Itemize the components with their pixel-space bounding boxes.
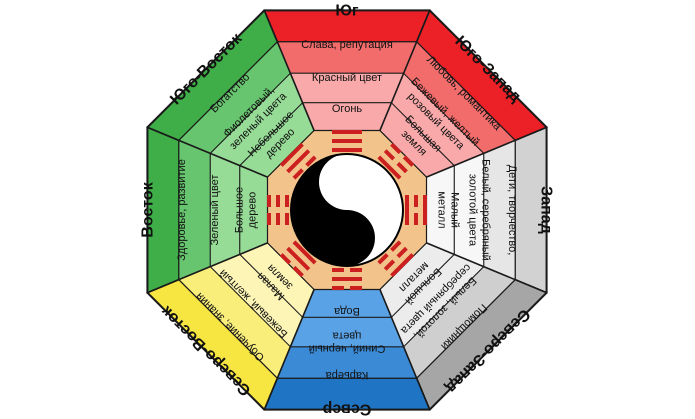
trigram-line xyxy=(414,213,418,225)
trigram-line xyxy=(276,213,280,225)
element-label-line: Малый xyxy=(449,192,461,228)
trigram-line xyxy=(267,195,271,207)
direction-text: Север xyxy=(322,401,371,418)
trigram-line xyxy=(377,155,402,180)
color-label-line: Белый, серебряный xyxy=(480,159,492,261)
aspiration-label-line: Слава, репутация xyxy=(301,39,393,51)
trigram-south xyxy=(332,130,362,152)
trigram-line xyxy=(383,149,396,161)
color-label-line: Зеленый цвет xyxy=(209,175,221,246)
trigram-line xyxy=(350,286,362,290)
sector-divider xyxy=(426,242,547,294)
sector-west-aspiration-label: Дети, творчество, xyxy=(506,165,518,256)
element-label-line: металл xyxy=(436,191,448,228)
trigram-east xyxy=(267,195,289,225)
trigram-line xyxy=(332,277,362,281)
yin-yang-dot-dark xyxy=(340,231,354,245)
color-label-line: Синий, черный xyxy=(309,343,386,355)
sector-dividers xyxy=(146,9,548,411)
octagon-border xyxy=(146,9,548,411)
direction-text: Запад xyxy=(538,186,555,234)
sector-south-direction-label: Юг xyxy=(335,3,359,20)
trigram-line xyxy=(292,240,317,265)
trigram-line xyxy=(423,195,427,225)
trigram-northeast xyxy=(279,240,317,278)
yin-yang-icon xyxy=(290,153,404,267)
color-label-line: золотой цвета xyxy=(467,174,479,247)
sector-south-element-label: Огонь xyxy=(332,103,363,115)
sector-divider xyxy=(263,289,315,410)
sector-north-aspiration-label: Карьера xyxy=(325,369,369,381)
trigram-line xyxy=(285,213,289,225)
sector-divider xyxy=(379,289,431,410)
sector-divider xyxy=(379,10,431,131)
trigram-northwest xyxy=(377,240,415,278)
color-label-line: Красный цвет xyxy=(312,72,382,84)
sector-north-element-label: Вода xyxy=(333,305,360,317)
aspiration-label-line: Карьера xyxy=(325,369,369,381)
direction-text: Восток xyxy=(140,181,157,237)
trigram-line xyxy=(396,161,408,174)
trigram-line xyxy=(286,246,311,271)
element-label-line: Большое xyxy=(234,187,246,233)
direction-text: Юг xyxy=(335,3,359,20)
sector-west-direction-label: Запад xyxy=(538,186,555,234)
aspiration-label-line: Здоровье, развитие xyxy=(176,159,188,261)
trigram-line xyxy=(286,149,311,174)
trigram-line xyxy=(377,253,389,265)
trigram-line xyxy=(292,168,304,180)
trigram-line xyxy=(405,195,409,225)
trigram-line xyxy=(390,253,415,278)
trigram-line xyxy=(332,139,362,143)
trigram-north xyxy=(332,268,362,290)
element-label-line: Огонь xyxy=(332,103,363,115)
trigram-line xyxy=(332,286,344,290)
trigram-west xyxy=(405,195,427,225)
sector-east-aspiration-label: Здоровье, развитие xyxy=(176,159,188,261)
aspiration-label-line: Дети, творчество, xyxy=(506,165,518,256)
sector-divider xyxy=(147,242,268,294)
element-label-line: Вода xyxy=(333,305,360,317)
trigram-line xyxy=(332,130,362,134)
sector-south-aspiration-label: Слава, репутация xyxy=(301,39,393,51)
yin-yang-dot-light xyxy=(340,175,354,189)
sector-divider xyxy=(147,126,268,178)
trigram-line xyxy=(285,195,289,207)
trigram-line xyxy=(414,195,418,207)
trigram-line xyxy=(276,195,280,207)
trigram-line xyxy=(267,213,271,225)
element-label-line: дерево xyxy=(247,192,259,229)
sector-south-color-label: Красный цвет xyxy=(312,72,382,84)
trigram-southwest xyxy=(377,142,415,180)
sector-divider xyxy=(426,126,547,178)
trigram-southeast xyxy=(279,142,317,180)
trigrams xyxy=(267,130,427,290)
trigram-line xyxy=(279,142,304,167)
trigram-line xyxy=(332,268,344,272)
trigram-line xyxy=(390,142,402,155)
trigram-line xyxy=(383,259,396,271)
trigram-line xyxy=(350,268,362,272)
sector-east-direction-label: Восток xyxy=(140,181,157,237)
trigram-line xyxy=(292,265,304,278)
color-label-line: цвета xyxy=(332,330,362,342)
sector-east-color-label: Зеленый цвет xyxy=(209,175,221,246)
trigram-line xyxy=(390,240,402,252)
trigram-line xyxy=(396,246,408,259)
trigram-line xyxy=(279,253,292,265)
sector-north-direction-label: Север xyxy=(322,401,371,418)
sector-divider xyxy=(263,10,315,131)
trigram-line xyxy=(332,148,362,152)
trigram-line xyxy=(402,155,415,167)
trigram-line xyxy=(305,155,317,167)
